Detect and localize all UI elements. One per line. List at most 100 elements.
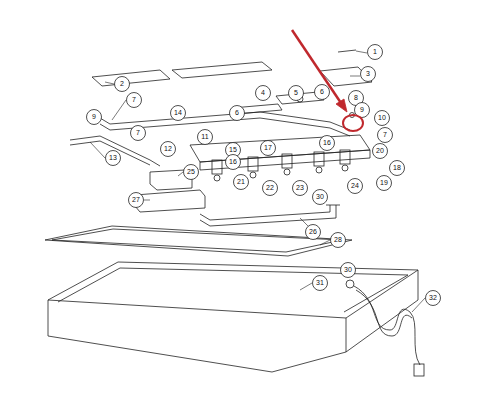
callout-number: 1 bbox=[373, 48, 377, 56]
callout-number: 3 bbox=[366, 70, 370, 78]
callout-number: 13 bbox=[109, 154, 117, 162]
wire bbox=[354, 286, 420, 365]
callout-number: 2 bbox=[120, 80, 124, 88]
valve-row bbox=[212, 150, 350, 181]
callout-circle bbox=[348, 179, 363, 194]
callout-number: 16 bbox=[323, 139, 331, 147]
arrowhead bbox=[336, 99, 347, 112]
callout-number: 14 bbox=[174, 109, 182, 117]
tray bbox=[48, 300, 346, 372]
callout-circle bbox=[127, 93, 142, 108]
callout-number: 12 bbox=[164, 145, 172, 153]
callout-number: 6 bbox=[320, 88, 324, 96]
callout-circle bbox=[313, 276, 328, 291]
callout-circle bbox=[315, 85, 330, 100]
callout-circle bbox=[184, 165, 199, 180]
manifold bbox=[190, 135, 370, 162]
callout-number: 32 bbox=[429, 294, 437, 302]
callout-circle bbox=[377, 176, 392, 191]
callout-circle bbox=[226, 155, 241, 170]
leader-lines bbox=[90, 51, 425, 312]
cover-plate bbox=[172, 62, 272, 78]
callout-number: 22 bbox=[266, 184, 274, 192]
callout-circle bbox=[289, 86, 304, 101]
callout-number: 30 bbox=[344, 266, 352, 274]
callout-number: 7 bbox=[383, 131, 387, 139]
tray bbox=[48, 262, 418, 318]
callout-number: 28 bbox=[334, 236, 342, 244]
callout-number: 8 bbox=[354, 94, 358, 102]
tube bbox=[200, 205, 336, 226]
highlight-circle bbox=[343, 115, 363, 131]
callout-number: 17 bbox=[264, 144, 272, 152]
callout-circle bbox=[368, 45, 383, 60]
callout-number: 24 bbox=[351, 182, 359, 190]
callout-circle bbox=[341, 263, 356, 278]
manifold bbox=[200, 150, 370, 170]
callout-circle bbox=[106, 151, 121, 166]
callout-circle bbox=[171, 106, 186, 121]
callout-number: 6 bbox=[235, 109, 239, 117]
callout-circle bbox=[131, 126, 146, 141]
callout-number: 19 bbox=[380, 179, 388, 187]
callout-circle bbox=[375, 111, 390, 126]
callout-number: 20 bbox=[376, 147, 384, 155]
callout-number: 9 bbox=[92, 113, 96, 121]
callout-circle bbox=[129, 193, 144, 208]
callout-number: 27 bbox=[132, 196, 140, 204]
rail bbox=[70, 136, 160, 166]
plug bbox=[414, 364, 424, 376]
callout-circle bbox=[263, 181, 278, 196]
callout-number: 15 bbox=[229, 146, 237, 154]
callout-number: 7 bbox=[132, 96, 136, 104]
callout-number: 16 bbox=[229, 158, 237, 166]
callout-circle bbox=[115, 77, 130, 92]
callout-circle bbox=[161, 142, 176, 157]
callout-circle bbox=[361, 67, 376, 82]
tray bbox=[346, 300, 418, 352]
callout-number: 23 bbox=[296, 184, 304, 192]
pointer-arrow bbox=[292, 30, 343, 106]
callout-circle bbox=[320, 136, 335, 151]
connector bbox=[346, 280, 354, 288]
callout-number: 31 bbox=[316, 279, 324, 287]
callout-number: 26 bbox=[309, 228, 317, 236]
callout-circle bbox=[373, 144, 388, 159]
callout-number: 30 bbox=[316, 193, 324, 201]
callout-circle bbox=[331, 233, 346, 248]
callout-circle bbox=[230, 106, 245, 121]
callout-circle bbox=[378, 128, 393, 143]
callout-number: 25 bbox=[187, 168, 195, 176]
callout-number: 5 bbox=[294, 89, 298, 97]
callout-circle bbox=[234, 175, 249, 190]
tube bbox=[326, 205, 340, 206]
wire bbox=[356, 290, 412, 336]
tray bbox=[418, 270, 419, 300]
callout-number: 4 bbox=[261, 89, 265, 97]
callout-number: 21 bbox=[237, 178, 245, 186]
cover-plate bbox=[92, 70, 170, 86]
callout-circles bbox=[87, 45, 441, 306]
callout-number: 18 bbox=[393, 164, 401, 172]
callout-circle bbox=[390, 161, 405, 176]
callout-circle bbox=[306, 225, 321, 240]
part-line bbox=[338, 50, 356, 52]
callout-number: 10 bbox=[378, 114, 386, 122]
rail bbox=[70, 141, 150, 165]
tray bbox=[58, 268, 408, 312]
callout-circle bbox=[313, 190, 328, 205]
callout-circle bbox=[87, 110, 102, 125]
callout-circle bbox=[293, 181, 308, 196]
gasket bbox=[52, 229, 342, 252]
callout-circle bbox=[198, 130, 213, 145]
callout-circle bbox=[426, 291, 441, 306]
callout-number: 9 bbox=[360, 106, 364, 114]
callout-number: 7 bbox=[136, 129, 140, 137]
tube bbox=[200, 205, 330, 220]
callout-number: 11 bbox=[201, 133, 208, 141]
callout-circle bbox=[256, 86, 271, 101]
control-box bbox=[135, 190, 205, 212]
callout-circle bbox=[261, 141, 276, 156]
